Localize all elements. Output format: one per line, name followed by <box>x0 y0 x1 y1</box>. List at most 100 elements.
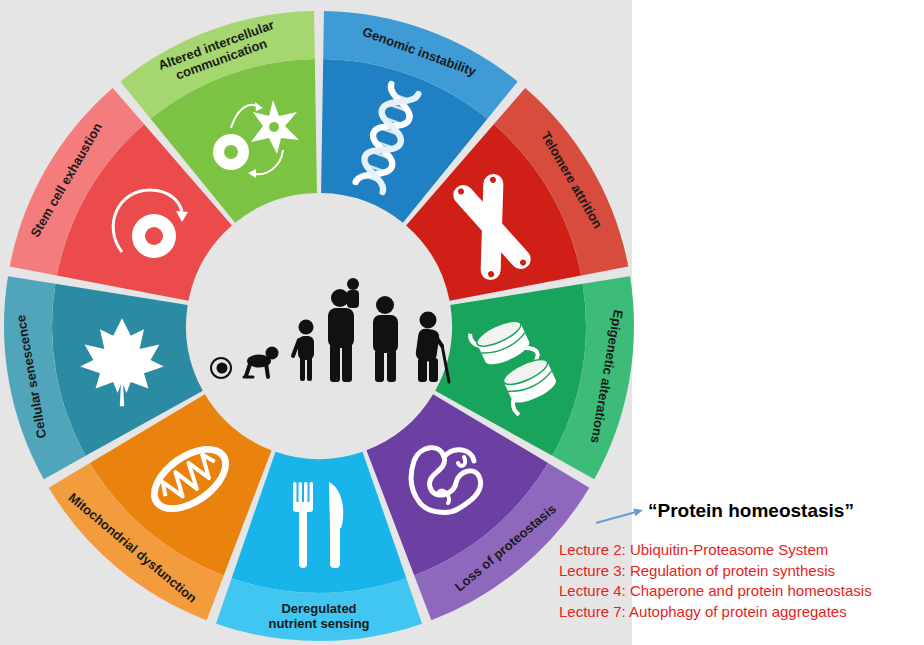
fork-knife-icon-part <box>304 482 308 506</box>
life-course-silhouettes-part <box>418 358 427 382</box>
life-course-silhouettes-part <box>435 335 442 346</box>
fork-knife-icon-part <box>299 510 307 568</box>
stem-cell-icon-part <box>176 211 188 222</box>
dna-helix-icon-part-part <box>388 104 408 111</box>
chromosome-icon <box>457 176 527 278</box>
fork-knife-icon-part <box>310 482 314 506</box>
nucleosome-icon-part <box>500 355 559 408</box>
life-course-silhouettes-part <box>299 320 314 335</box>
dna-helix-icon-part-part <box>393 94 410 100</box>
segment-band <box>323 11 517 119</box>
chromosome-icon-part <box>463 184 520 270</box>
nucleosome-icon-part-part <box>504 362 556 400</box>
life-course-silhouettes <box>211 278 449 382</box>
stem-cell-icon-part <box>113 190 182 252</box>
cell-communication-icon-part <box>255 102 263 111</box>
life-course-silhouettes-part <box>387 350 396 382</box>
nucleosome-icon-part-part <box>477 324 529 362</box>
life-course-silhouettes-part <box>328 308 354 348</box>
segment-band <box>120 11 314 119</box>
mitochondrion-icon-part <box>157 450 221 506</box>
mitochondrion-icon-part <box>149 442 231 516</box>
dna-helix-icon-part-part <box>364 176 381 182</box>
stem-cell-icon <box>113 190 188 258</box>
nucleosome-icon-part-part <box>509 373 559 408</box>
cell-communication-icon <box>213 100 299 178</box>
lecture-note: Lecture 4: Chaperone and protein homeost… <box>559 582 872 600</box>
chromosome-icon-part <box>457 188 465 196</box>
life-course-silhouettes-part <box>246 364 250 376</box>
lecture-note: Lecture 7: Autophagy of protein aggregat… <box>559 603 847 621</box>
dna-helix-icon-part-part <box>376 142 393 148</box>
arrow-head <box>633 509 643 517</box>
life-course-silhouettes-part <box>300 356 305 381</box>
segment-label: Deregulated nutrient sensing <box>257 602 382 632</box>
cell-communication-icon-part <box>269 122 279 132</box>
life-course-silhouettes-part <box>266 347 279 360</box>
maple-leaf-icon-part <box>80 318 164 406</box>
life-course-silhouettes-part <box>331 289 349 307</box>
fork-knife-icon <box>293 482 343 568</box>
life-course-silhouettes-part <box>373 315 398 353</box>
life-course-silhouettes-part <box>217 363 228 374</box>
segment-band <box>49 463 224 620</box>
chromosome-icon-part <box>489 176 497 184</box>
leader-arrow <box>596 509 643 524</box>
dna-helix-icon-part <box>362 94 412 183</box>
life-course-silhouettes-part <box>330 344 340 382</box>
chromosome-icon-part <box>463 184 520 270</box>
dna-helix-icon-part <box>356 84 419 192</box>
segment-band <box>4 276 86 479</box>
segment-band <box>552 276 634 479</box>
cell-communication-icon-part <box>251 100 299 154</box>
stem-cell-icon-part <box>132 214 176 258</box>
segment-core <box>52 284 203 456</box>
cell-communication-icon-part <box>213 134 249 170</box>
life-course-silhouettes-part <box>442 345 449 382</box>
life-course-silhouettes-part <box>375 350 384 382</box>
protein-icon-part <box>438 457 465 503</box>
leader-line <box>596 512 635 523</box>
protein-icon <box>411 448 481 513</box>
segment-band <box>216 578 422 641</box>
life-course-silhouettes-part <box>244 376 253 379</box>
life-course-silhouettes-part <box>293 340 299 356</box>
fork-knife-icon-part <box>299 482 303 506</box>
life-course-silhouettes-part <box>415 328 440 363</box>
life-course-silhouettes-part <box>342 344 352 382</box>
cell-communication-icon-part <box>231 105 257 128</box>
hallmark-segment: Cellular senescence <box>3 276 204 481</box>
life-course-silhouettes-part <box>420 312 437 329</box>
segment-shape <box>405 86 630 302</box>
chromosome-icon-part <box>487 270 495 278</box>
nucleosome-icon-part-part <box>481 333 527 359</box>
fork-knife-icon-part <box>329 482 343 528</box>
cell-communication-icon-part <box>224 145 238 159</box>
nucleosome-icon-part <box>469 311 558 419</box>
nucleosome-icon <box>469 309 563 419</box>
fork-knife-icon-part <box>293 502 313 512</box>
callout-heading: “Protein homeostasis” <box>648 499 854 522</box>
dna-helix-icon <box>356 84 419 192</box>
lecture-note: Lecture 2: Ubiquitin-Proteasome System <box>559 541 828 559</box>
mitochondrion-icon <box>139 432 241 525</box>
protein-icon-part <box>411 448 481 513</box>
segment-band <box>10 88 145 276</box>
nucleosome-icon-part-part <box>474 316 524 351</box>
dna-helix-icon-part-part <box>381 128 398 134</box>
nucleosome-icon-part <box>474 316 533 369</box>
dna-helix-icon-part <box>356 84 419 192</box>
dna-helix-icon-part-part <box>366 165 386 172</box>
life-course-silhouettes-part <box>211 358 231 378</box>
maple-leaf-icon <box>80 318 164 406</box>
fork-knife-icon-part <box>330 526 340 568</box>
nucleosome-icon-part-part <box>500 355 550 390</box>
mitochondrion-icon-part <box>139 432 241 525</box>
life-course-silhouettes-part <box>247 355 271 368</box>
cell-communication-icon-part <box>255 150 283 174</box>
stem-cell-icon-part <box>145 227 163 245</box>
nucleosome-icon-part-part <box>508 371 554 397</box>
life-course-silhouettes-part <box>376 296 394 314</box>
grey-panel <box>0 0 632 645</box>
